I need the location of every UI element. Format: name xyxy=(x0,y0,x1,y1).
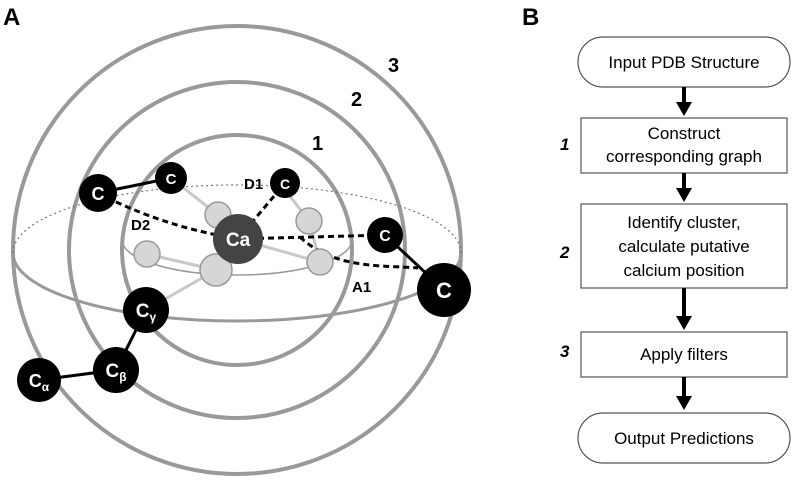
step-3-line-1: Apply filters xyxy=(640,345,728,364)
panel-a: A 1 2 3 xyxy=(3,4,471,476)
carbon-atom-left: C xyxy=(79,174,117,212)
step-1-number: 1 xyxy=(560,135,569,154)
svg-text:C: C xyxy=(92,184,105,204)
carbon-atom-top-left: C xyxy=(155,162,187,194)
step-3-number: 3 xyxy=(560,342,570,361)
carbon-beta-atom: Cβ xyxy=(93,347,139,393)
step-2-line-1: Identify cluster, xyxy=(627,213,740,232)
equator-ellipse-back xyxy=(12,184,462,254)
d2-label: D2 xyxy=(131,217,150,234)
d2-line xyxy=(97,191,239,241)
calcium-atom xyxy=(213,214,263,264)
arrow-down-icon xyxy=(676,288,692,330)
svg-text:Cγ: Cγ xyxy=(136,301,157,324)
shell-2-label: 2 xyxy=(351,89,362,111)
carbon-atom-right: C xyxy=(367,217,403,253)
step-2-number: 2 xyxy=(559,243,570,262)
shell-2-ring xyxy=(67,80,407,420)
end-node-label: Output Predictions xyxy=(614,429,754,448)
step-2-box xyxy=(580,203,788,289)
panel-b-letter: B xyxy=(522,4,539,31)
d1-label: D1 xyxy=(244,176,263,193)
carbon-atom-d1: C xyxy=(270,168,300,198)
end-node xyxy=(577,412,791,464)
svg-text:C: C xyxy=(436,278,452,303)
a1-line xyxy=(298,235,419,270)
a1-label: A1 xyxy=(352,279,371,296)
shell-1-ring xyxy=(120,133,354,367)
step-3-box xyxy=(580,331,788,378)
panel-b: B Input PDB Structure 1 Construct corres… xyxy=(522,4,791,464)
shell-3-ring xyxy=(11,24,463,476)
svg-text:C: C xyxy=(166,171,177,188)
calcium-label: Ca xyxy=(226,230,251,251)
arrow-down-icon xyxy=(676,173,692,202)
shell-3-label: 3 xyxy=(388,55,399,77)
svg-text:Cα: Cα xyxy=(29,371,50,394)
panel-a-letter: A xyxy=(3,4,20,31)
svg-text:C: C xyxy=(280,176,290,192)
step-1-box xyxy=(580,117,788,174)
step-1-line-1: Construct xyxy=(648,124,721,143)
cluster-atoms xyxy=(133,201,334,287)
svg-text:Cβ: Cβ xyxy=(105,361,126,384)
step-2-line-2: calculate putative xyxy=(618,237,749,256)
carbon-atom-large: C xyxy=(417,263,471,317)
svg-text:C: C xyxy=(379,228,391,245)
carbon-gamma-atom: Cγ xyxy=(123,287,169,333)
arrow-down-icon xyxy=(676,87,692,116)
arrow-down-icon xyxy=(676,377,692,410)
shell-1-label: 1 xyxy=(312,133,323,155)
step-1-line-2: corresponding graph xyxy=(606,147,762,166)
start-node-label: Input PDB Structure xyxy=(608,53,759,72)
step-2-line-3: calcium position xyxy=(624,261,745,280)
carbon-alpha-atom: Cα xyxy=(17,358,61,402)
